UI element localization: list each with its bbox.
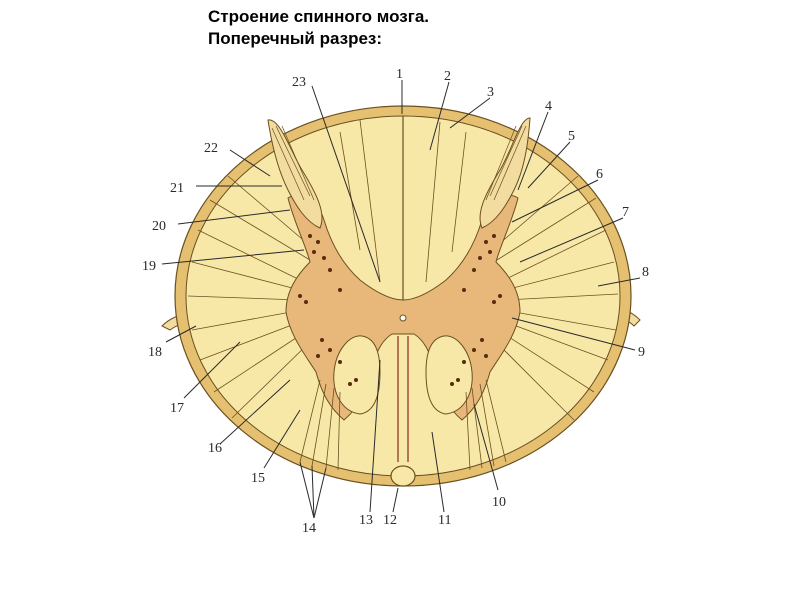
central-canal	[399, 314, 407, 322]
label-7: 7	[622, 205, 629, 220]
ventral-root-fibers	[299, 379, 507, 471]
dorsal-root-fibers	[271, 125, 527, 201]
label-8: 8	[642, 265, 649, 280]
anterior-median-fissure	[397, 336, 409, 462]
label-11: 11	[438, 513, 451, 528]
label-20: 20	[152, 219, 166, 234]
title-line-1: Строение спинного мозга.	[208, 7, 429, 26]
white-matter-septa	[187, 119, 619, 421]
label-leaders	[161, 80, 641, 519]
title-line-2: Поперечный разрез:	[208, 29, 383, 48]
anterior-horn-right	[425, 335, 473, 415]
label-10: 10	[492, 495, 506, 510]
label-16: 16	[208, 441, 222, 456]
label-6: 6	[596, 167, 603, 182]
label-15: 15	[251, 471, 265, 486]
label-19: 19	[142, 259, 156, 274]
label-22: 22	[204, 141, 218, 156]
label-17: 17	[170, 401, 184, 416]
label-14: 14	[302, 521, 316, 536]
dorsal-root-left	[267, 119, 323, 229]
number-labels: 1 2 3 4 5 6 7 8 9 10 11 12 13 14 15 16 1…	[142, 67, 649, 536]
label-21: 21	[170, 181, 184, 196]
anterior-spinal-artery	[390, 465, 416, 487]
anterior-horn-left	[333, 335, 381, 415]
slide-title: Строение спинного мозга. Поперечный разр…	[208, 6, 429, 50]
label-13: 13	[359, 513, 373, 528]
neuron-dots	[298, 234, 502, 386]
label-4: 4	[545, 99, 552, 114]
label-9: 9	[638, 345, 645, 360]
label-5: 5	[568, 129, 575, 144]
label-23: 23	[292, 75, 306, 90]
label-18: 18	[148, 345, 162, 360]
label-3: 3	[487, 85, 494, 100]
label-2: 2	[444, 69, 451, 84]
label-1: 1	[396, 67, 403, 82]
label-12: 12	[383, 513, 397, 528]
